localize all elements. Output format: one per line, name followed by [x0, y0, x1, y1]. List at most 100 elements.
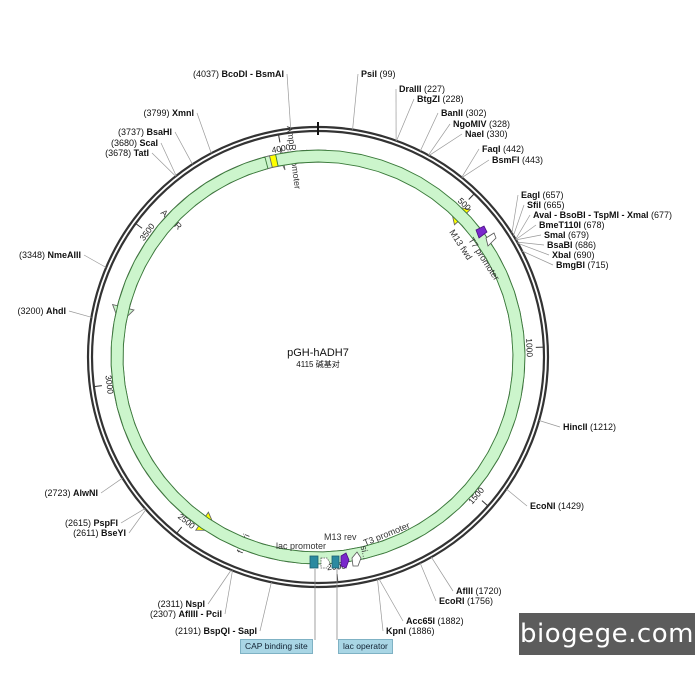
site-position: (328): [489, 119, 510, 129]
site-leader-line: [396, 98, 415, 141]
site-name: SfiI: [527, 200, 541, 210]
site-position: (2723): [44, 488, 70, 498]
site-position: (2307): [150, 609, 176, 619]
site-position: (1212): [590, 422, 616, 432]
tick-mark: [278, 134, 281, 143]
site-position: (99): [380, 69, 396, 79]
lac-operator-label: lac operator: [338, 639, 393, 654]
tick-label: 1000: [524, 338, 535, 358]
site-position: (443): [522, 155, 543, 165]
restriction-site-label: (2191) BspQI - SapI: [175, 626, 257, 636]
site-leader-line: [160, 142, 177, 177]
restriction-site-label: (3348) NmeAIII: [19, 250, 81, 260]
site-name: XbaI: [552, 250, 571, 260]
site-name: BtgZI: [417, 94, 440, 104]
site-name: AhdI: [46, 306, 66, 316]
site-leader-line: [517, 241, 545, 246]
site-leader-line: [120, 508, 146, 524]
lac-promoter-label: lac promoter: [276, 541, 326, 551]
t7-promoter-arrow: [485, 232, 497, 247]
restriction-site-label: (3737) BsaHI: [118, 127, 172, 137]
site-leader-line: [506, 488, 528, 507]
site-position: (1882): [438, 616, 464, 626]
site-position: (2191): [175, 626, 201, 636]
site-name: BsaBI: [547, 240, 573, 250]
restriction-site-label: SmaI (679): [544, 230, 589, 240]
site-name: NgoMIV: [453, 119, 487, 129]
site-name: NmeAIII: [47, 250, 81, 260]
site-name: BsmFI: [492, 155, 520, 165]
site-leader-line: [224, 570, 233, 615]
restriction-site-label: (2307) AflIII - PciI: [150, 609, 222, 619]
site-name: EcoNI: [530, 501, 556, 511]
site-position: (302): [466, 108, 487, 118]
tick-label: 3000: [103, 375, 115, 395]
site-position: (678): [584, 220, 605, 230]
site-position: (657): [543, 190, 564, 200]
site-position: (4037): [193, 69, 219, 79]
tick-label: 4000: [271, 142, 292, 155]
lac-operator-box: [331, 555, 340, 569]
restriction-site-label: EagI (657): [521, 190, 564, 200]
tick-mark: [93, 385, 102, 388]
restriction-site-label: HincII (1212): [563, 422, 616, 432]
restriction-site-label: EcoNI (1429): [530, 501, 584, 511]
site-leader-line: [378, 578, 404, 622]
restriction-site-label: BanII (302): [441, 108, 487, 118]
site-leader-line: [428, 133, 463, 156]
restriction-site-label: AflII (1720): [456, 586, 502, 596]
feature-layer: f1 oriAmpRoriAmpR promotersi...: [110, 125, 526, 565]
site-name: AvaI - BsoBI - TspMI - XmaI: [533, 210, 649, 220]
site-position: (2311): [158, 599, 183, 609]
plasmid-name: pGH-hADH7: [287, 347, 349, 359]
site-leader-line: [515, 224, 537, 240]
site-name: BmeT110I: [539, 220, 581, 230]
m13-rev-label: M13 rev: [324, 532, 357, 542]
site-name: NspI: [185, 599, 205, 609]
site-position: (227): [424, 84, 445, 94]
site-name: AflII: [456, 586, 473, 596]
site-leader-line: [352, 73, 359, 130]
site-position: (3799): [143, 108, 169, 118]
restriction-site-label: (2615) PspFI: [65, 518, 118, 528]
site-leader-line: [83, 254, 107, 268]
tick-mark: [481, 500, 489, 507]
m13-rev-primer: [340, 552, 350, 569]
site-position: (1720): [476, 586, 502, 596]
site-position: (665): [544, 200, 565, 210]
restriction-site-label: (3680) ScaI: [111, 138, 158, 148]
restriction-site-label: EcoRI (1756): [439, 596, 493, 606]
restriction-site-label: AvaI - BsoBI - TspMI - XmaI (677): [533, 210, 672, 220]
site-leader-line: [174, 131, 193, 165]
tick-mark: [176, 526, 183, 534]
site-leader-line: [377, 579, 384, 632]
restriction-site-label: NgoMIV (328): [453, 119, 510, 129]
watermark-logo: biogege.com: [519, 613, 695, 655]
sl-feature: [110, 149, 526, 565]
site-position: (3678): [105, 148, 131, 158]
site-name: EagI: [521, 190, 540, 200]
cap-binding-site-label: CAP binding site: [240, 639, 313, 654]
site-position: (686): [575, 240, 596, 250]
site-position: (3348): [19, 250, 45, 260]
restriction-site-label: (4037) BcoDI - BsmAI: [193, 69, 284, 79]
restriction-site-label: BmeT110I (678): [539, 220, 605, 230]
site-name: KpnI: [386, 626, 406, 636]
site-leader-line: [419, 562, 437, 602]
restriction-site-label: (2723) AlwNI: [44, 488, 98, 498]
restriction-site-label: KpnI (1886): [386, 626, 435, 636]
site-position: (677): [651, 210, 672, 220]
restriction-site-label: BsaBI (686): [547, 240, 596, 250]
site-name: BcoDI - BsmAI: [221, 69, 284, 79]
site-name: TatI: [134, 148, 149, 158]
site-leader-line: [511, 194, 519, 234]
site-leader-line: [461, 148, 480, 178]
lac-promoter-box: [309, 555, 319, 569]
restriction-site-label: BtgZI (228): [417, 94, 464, 104]
restriction-site-label: NaeI (330): [465, 129, 508, 139]
restriction-site-label: SfiI (665): [527, 200, 565, 210]
tick-mark: [135, 223, 143, 229]
site-position: (690): [574, 250, 595, 260]
site-leader-line: [259, 582, 272, 632]
